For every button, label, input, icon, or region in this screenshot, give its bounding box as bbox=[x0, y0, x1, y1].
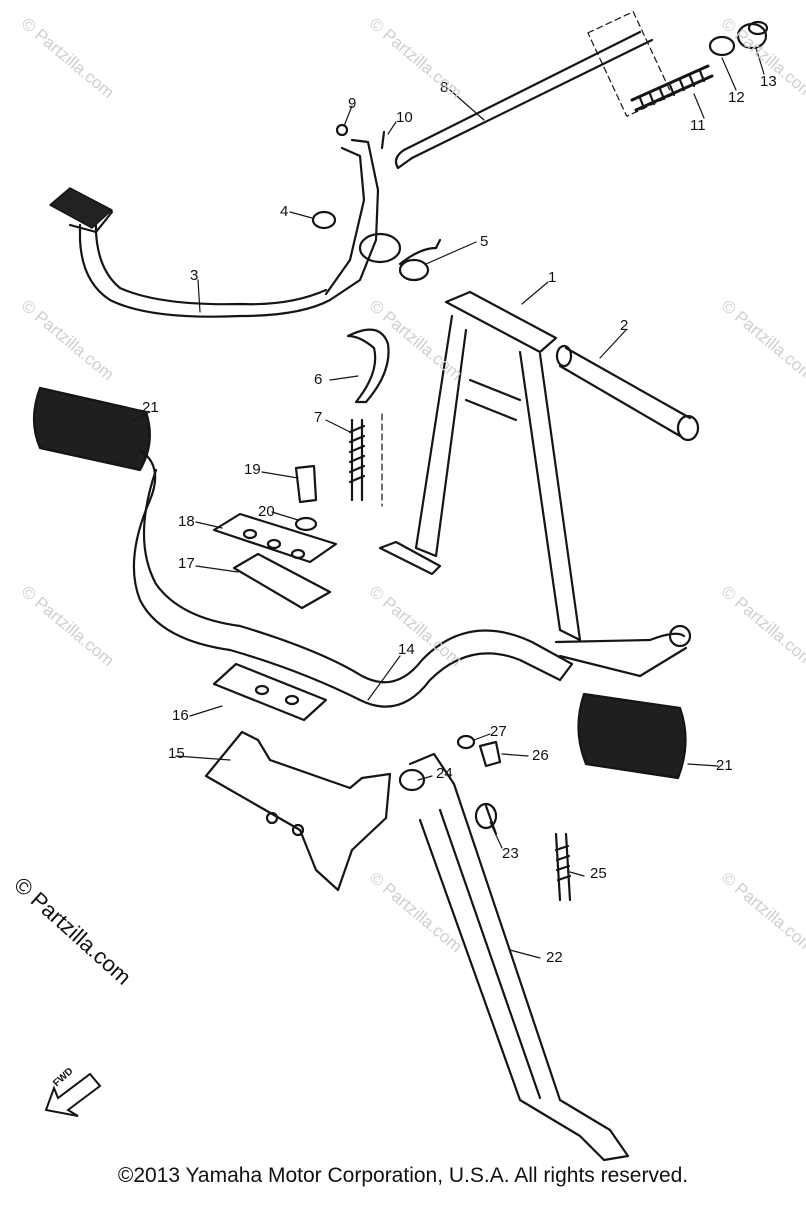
callout-21-left: 21 bbox=[142, 399, 159, 416]
callout-11: 11 bbox=[690, 117, 706, 134]
main-stand-part bbox=[378, 290, 692, 678]
pin-parts bbox=[335, 123, 386, 150]
fwd-arrow-icon bbox=[44, 1072, 102, 1117]
callout-5: 5 bbox=[480, 233, 489, 250]
callout-3: 3 bbox=[190, 267, 199, 284]
callout-2: 2 bbox=[620, 317, 629, 334]
callout-21-right: 21 bbox=[716, 757, 733, 774]
adjuster-parts bbox=[630, 20, 769, 112]
rubber-pad-parts bbox=[212, 512, 338, 722]
callout-13: 13 bbox=[760, 73, 777, 90]
callout-12: 12 bbox=[728, 89, 745, 106]
fastener-parts bbox=[398, 734, 572, 902]
washer-spring-parts bbox=[311, 210, 442, 282]
callout-8: 8 bbox=[440, 79, 449, 96]
callout-14: 14 bbox=[398, 641, 415, 658]
callout-22: 22 bbox=[546, 949, 563, 966]
callout-10: 10 bbox=[396, 109, 413, 126]
bolt-washer-parts bbox=[294, 464, 318, 532]
callout-25: 25 bbox=[590, 865, 607, 882]
callout-20: 20 bbox=[258, 503, 275, 520]
callout-4: 4 bbox=[280, 203, 289, 220]
brake-rod-part bbox=[394, 11, 673, 170]
copyright-footer: ©2013 Yamaha Motor Corporation, U.S.A. A… bbox=[117, 1164, 689, 1187]
bracket-part bbox=[204, 730, 392, 892]
callout-18: 18 bbox=[178, 513, 195, 530]
footrest-bar-part bbox=[132, 448, 574, 708]
callout-27: 27 bbox=[490, 723, 507, 740]
callout-1: 1 bbox=[548, 269, 557, 286]
callout-6: 6 bbox=[314, 371, 323, 388]
spring-hook-parts bbox=[346, 328, 390, 507]
brake-pedal-part bbox=[49, 138, 402, 318]
callout-16: 16 bbox=[172, 707, 189, 724]
footrest-rubber-parts bbox=[32, 386, 687, 780]
pivot-shaft-part bbox=[555, 344, 700, 442]
callout-26: 26 bbox=[532, 747, 549, 764]
callout-19: 19 bbox=[244, 461, 261, 478]
callout-15: 15 bbox=[168, 745, 185, 762]
callout-7: 7 bbox=[314, 409, 323, 426]
callout-9: 9 bbox=[348, 95, 357, 112]
callout-23: 23 bbox=[502, 845, 519, 862]
callout-24: 24 bbox=[436, 765, 453, 782]
side-stand-part bbox=[408, 752, 630, 1162]
leader-lines bbox=[129, 47, 765, 959]
callout-17: 17 bbox=[178, 555, 195, 572]
